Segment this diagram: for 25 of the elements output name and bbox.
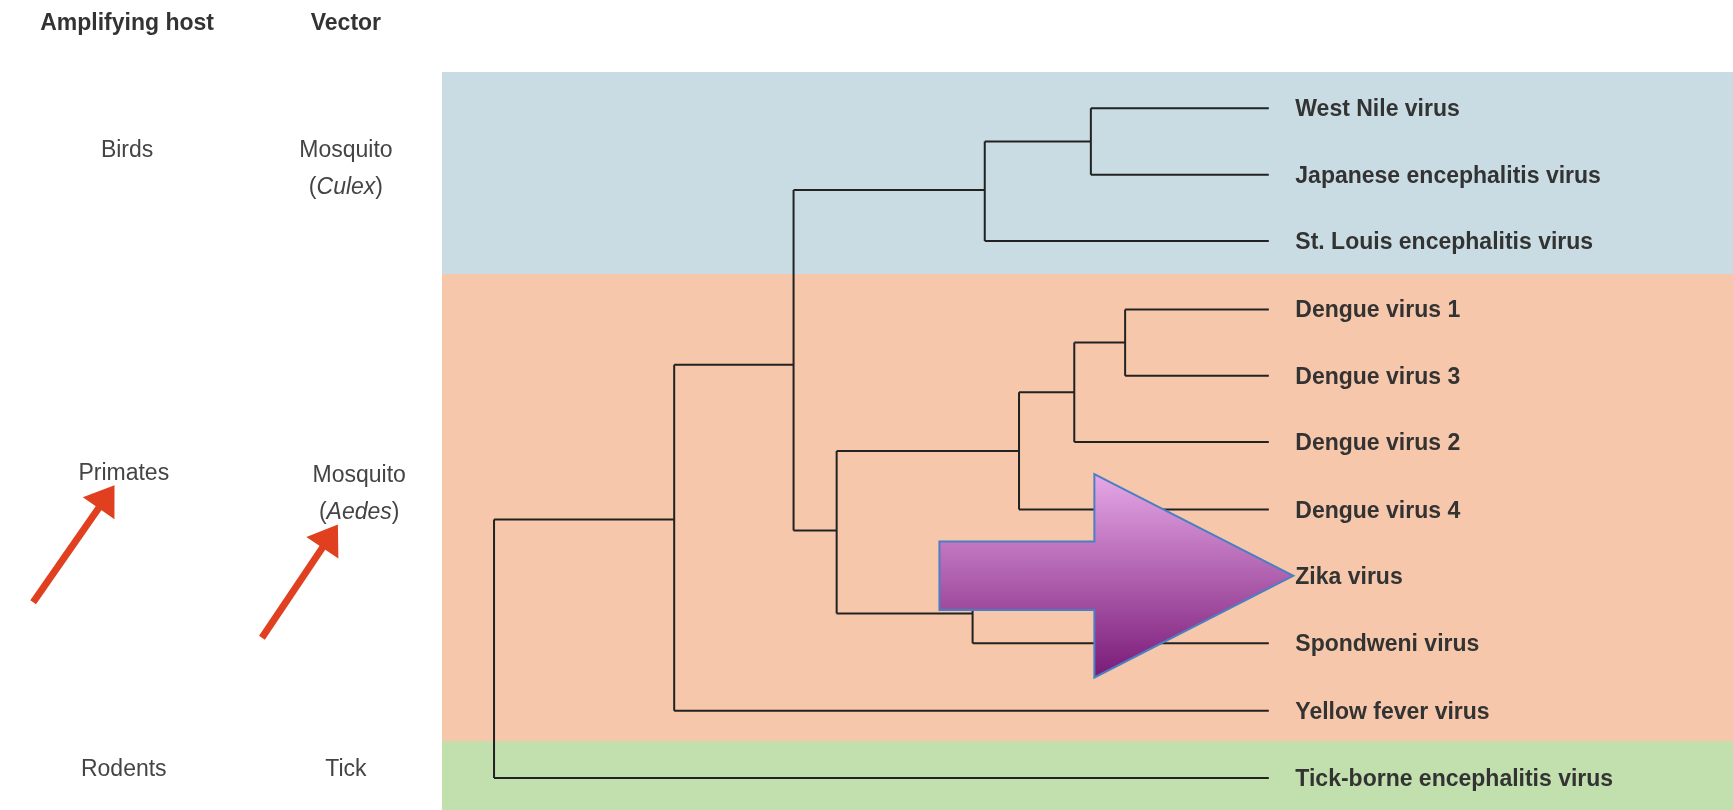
virus-name: Tick-borne encephalitis virus: [1295, 764, 1614, 792]
vector-label: Mosquito (Aedes): [299, 456, 420, 530]
clade-band: [442, 71, 1733, 275]
virus-name: Yellow fever virus: [1295, 697, 1490, 725]
vector-label: Mosquito (Culex): [298, 135, 394, 201]
virus-name: St. Louis encephalitis virus: [1295, 227, 1594, 255]
column-header: Amplifying host: [40, 7, 214, 37]
vector-label: Tick: [325, 753, 367, 783]
host-label: Birds: [100, 134, 154, 164]
virus-name: Japanese encephalitis virus: [1295, 161, 1601, 189]
virus-name: Dengue virus 2: [1295, 428, 1461, 456]
virus-name: Dengue virus 3: [1295, 362, 1461, 390]
clade-band: [442, 740, 1733, 810]
virus-name: Dengue virus 1: [1295, 295, 1461, 323]
arrow: [259, 524, 339, 640]
host-label: Primates: [78, 453, 170, 491]
virus-name: Zika virus: [1295, 562, 1403, 590]
virus-name: Spondweni virus: [1295, 629, 1480, 657]
arrow: [30, 485, 115, 605]
virus-name: Dengue virus 4: [1295, 496, 1461, 523]
virus-name: West Nile virus: [1295, 94, 1460, 122]
host-label: Rodents: [80, 753, 167, 783]
clade-band: [442, 274, 1733, 741]
arrow: [938, 472, 1296, 680]
column-header: Vector: [310, 7, 382, 37]
